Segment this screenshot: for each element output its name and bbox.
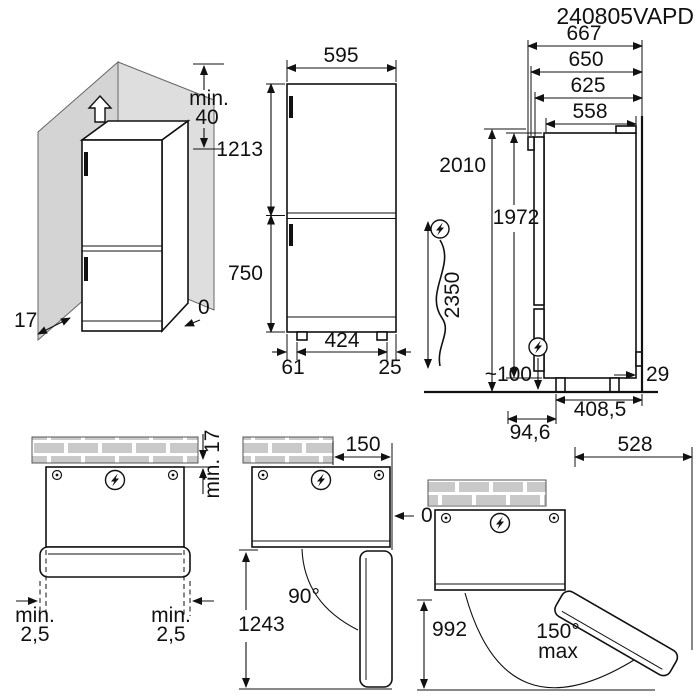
door-swing-arc xyxy=(464,592,635,689)
power-icon xyxy=(489,512,511,534)
upper-height-value: 1213 xyxy=(216,138,263,161)
rear-gap-value: 29 xyxy=(646,363,669,386)
depth-overall-value: 667 xyxy=(566,22,601,45)
lower-height-value: 750 xyxy=(228,262,263,285)
dimension-swing-depth: 992 xyxy=(417,599,655,691)
depth-handle-value: 650 xyxy=(568,48,603,71)
right-foot-offset-value: 25 xyxy=(378,356,401,379)
front-offset-value: 94,6 xyxy=(510,421,551,444)
left-foot-offset-value: 61 xyxy=(281,356,304,379)
right-clearance-value: 2,5 xyxy=(156,623,185,646)
top-clearance-value: 40 xyxy=(195,106,218,129)
fridge-side-outline xyxy=(543,132,637,379)
right-clearance-label: min. xyxy=(151,604,191,627)
top-hinge-cover xyxy=(615,125,637,134)
side-door-upper xyxy=(533,136,545,306)
top-view-door-150: 528 992 150° max xyxy=(417,433,693,691)
front-view: 595 1213 750 424 61 25 xyxy=(216,44,411,379)
power-icon xyxy=(310,469,332,491)
door-angle-value: 150° xyxy=(536,620,579,643)
socket-height-value: ~100 xyxy=(485,363,532,386)
dimension-rear-gap: 29 xyxy=(614,363,669,386)
power-plug-icon xyxy=(430,219,450,239)
cord-length-value: 2350 xyxy=(441,272,464,319)
fridge-side-face xyxy=(161,119,189,334)
left-foot xyxy=(296,331,308,341)
door-angle-max-label: max xyxy=(538,640,578,663)
hinge-right-icon xyxy=(167,469,179,481)
hinge-left-icon xyxy=(440,512,452,524)
dimension-side-gap: 17 xyxy=(14,309,71,335)
dimension-rear-clearance: min. 17 xyxy=(184,430,224,499)
dimension-feet: 424 61 25 xyxy=(272,329,411,379)
top-view-door-90: 150 0 90° 1243 xyxy=(238,433,433,690)
corner-view: min. 40 17 0 xyxy=(14,60,229,342)
power-icon xyxy=(104,469,126,491)
upper-door-handle xyxy=(289,96,293,118)
back-gap-value: 0 xyxy=(198,296,210,319)
hinge-right-icon xyxy=(373,469,385,481)
hinge-left-icon xyxy=(257,469,269,481)
brick-wall xyxy=(31,436,199,464)
width-value: 595 xyxy=(323,44,358,67)
fridge-3d xyxy=(79,94,191,334)
door-handle-upper xyxy=(84,152,88,176)
door-handle-lower xyxy=(84,257,88,281)
rear-clearance-value: min. 17 xyxy=(201,430,224,499)
dimension-back-gap: 0 xyxy=(184,296,210,327)
dimension-height-overall: 2010 xyxy=(439,128,526,392)
power-cord: 2350 xyxy=(424,219,464,369)
door-top-outline xyxy=(39,546,191,578)
document-code: 240805VAPD xyxy=(556,3,694,29)
dimension-top-clearance: min. 40 xyxy=(189,63,229,150)
side-view: 667 650 625 558 2010 1972 xyxy=(424,22,669,444)
right-foot xyxy=(376,331,388,341)
dimension-base: 408,5 94,6 xyxy=(507,394,643,444)
socket-icon xyxy=(528,337,548,357)
side-handle xyxy=(527,136,535,151)
door-swing-arc xyxy=(301,548,359,631)
depth-value: 528 xyxy=(617,433,652,456)
door-angle-value: 90° xyxy=(288,585,320,608)
flush-gap-value: 0 xyxy=(421,504,433,527)
base-depth-value: 408,5 xyxy=(574,398,627,421)
height-overall-value: 2010 xyxy=(439,154,486,177)
dimension-flush-gap: 0 xyxy=(394,504,433,527)
dimension-heights: 1213 750 xyxy=(216,83,285,333)
cord-line xyxy=(435,239,447,367)
top-view-rear-clearance: min. 17 min. 2,5 min. 2,5 xyxy=(15,430,224,646)
lower-door-handle xyxy=(289,224,293,246)
dimension-depth: 528 xyxy=(574,433,693,650)
side-clearance-value: 150 xyxy=(345,433,380,456)
left-clearance-value: 2,5 xyxy=(20,623,49,646)
swing-depth-value: 992 xyxy=(432,618,467,641)
rear-roller xyxy=(609,377,620,393)
feet-span-value: 424 xyxy=(324,329,359,352)
dimension-side-clearances: min. 2,5 min. 2,5 xyxy=(15,550,214,646)
up-arrow-icon xyxy=(87,94,113,123)
hinge-left-icon xyxy=(51,469,63,481)
top-clearance-label: min. xyxy=(189,87,229,110)
fridge-front-outline xyxy=(286,83,397,333)
socket-height: ~100 xyxy=(485,337,548,390)
swing-depth-value: 1243 xyxy=(238,613,285,636)
fridge-front-face xyxy=(81,139,163,332)
height-body-value: 1972 xyxy=(493,206,540,229)
depth-body-value: 558 xyxy=(572,100,607,123)
brick-wall xyxy=(242,436,334,464)
front-roller xyxy=(555,377,566,393)
open-door-90 xyxy=(359,550,393,688)
left-clearance-label: min. xyxy=(15,604,55,627)
hinge-right-icon xyxy=(548,512,560,524)
side-gap-value: 17 xyxy=(14,309,37,332)
dimension-swing-depth: 1243 xyxy=(238,549,392,690)
dimension-height-body: 1972 xyxy=(493,132,542,379)
brick-wall xyxy=(427,479,547,507)
open-door-150 xyxy=(554,590,679,677)
depth-door-value: 625 xyxy=(570,74,605,97)
